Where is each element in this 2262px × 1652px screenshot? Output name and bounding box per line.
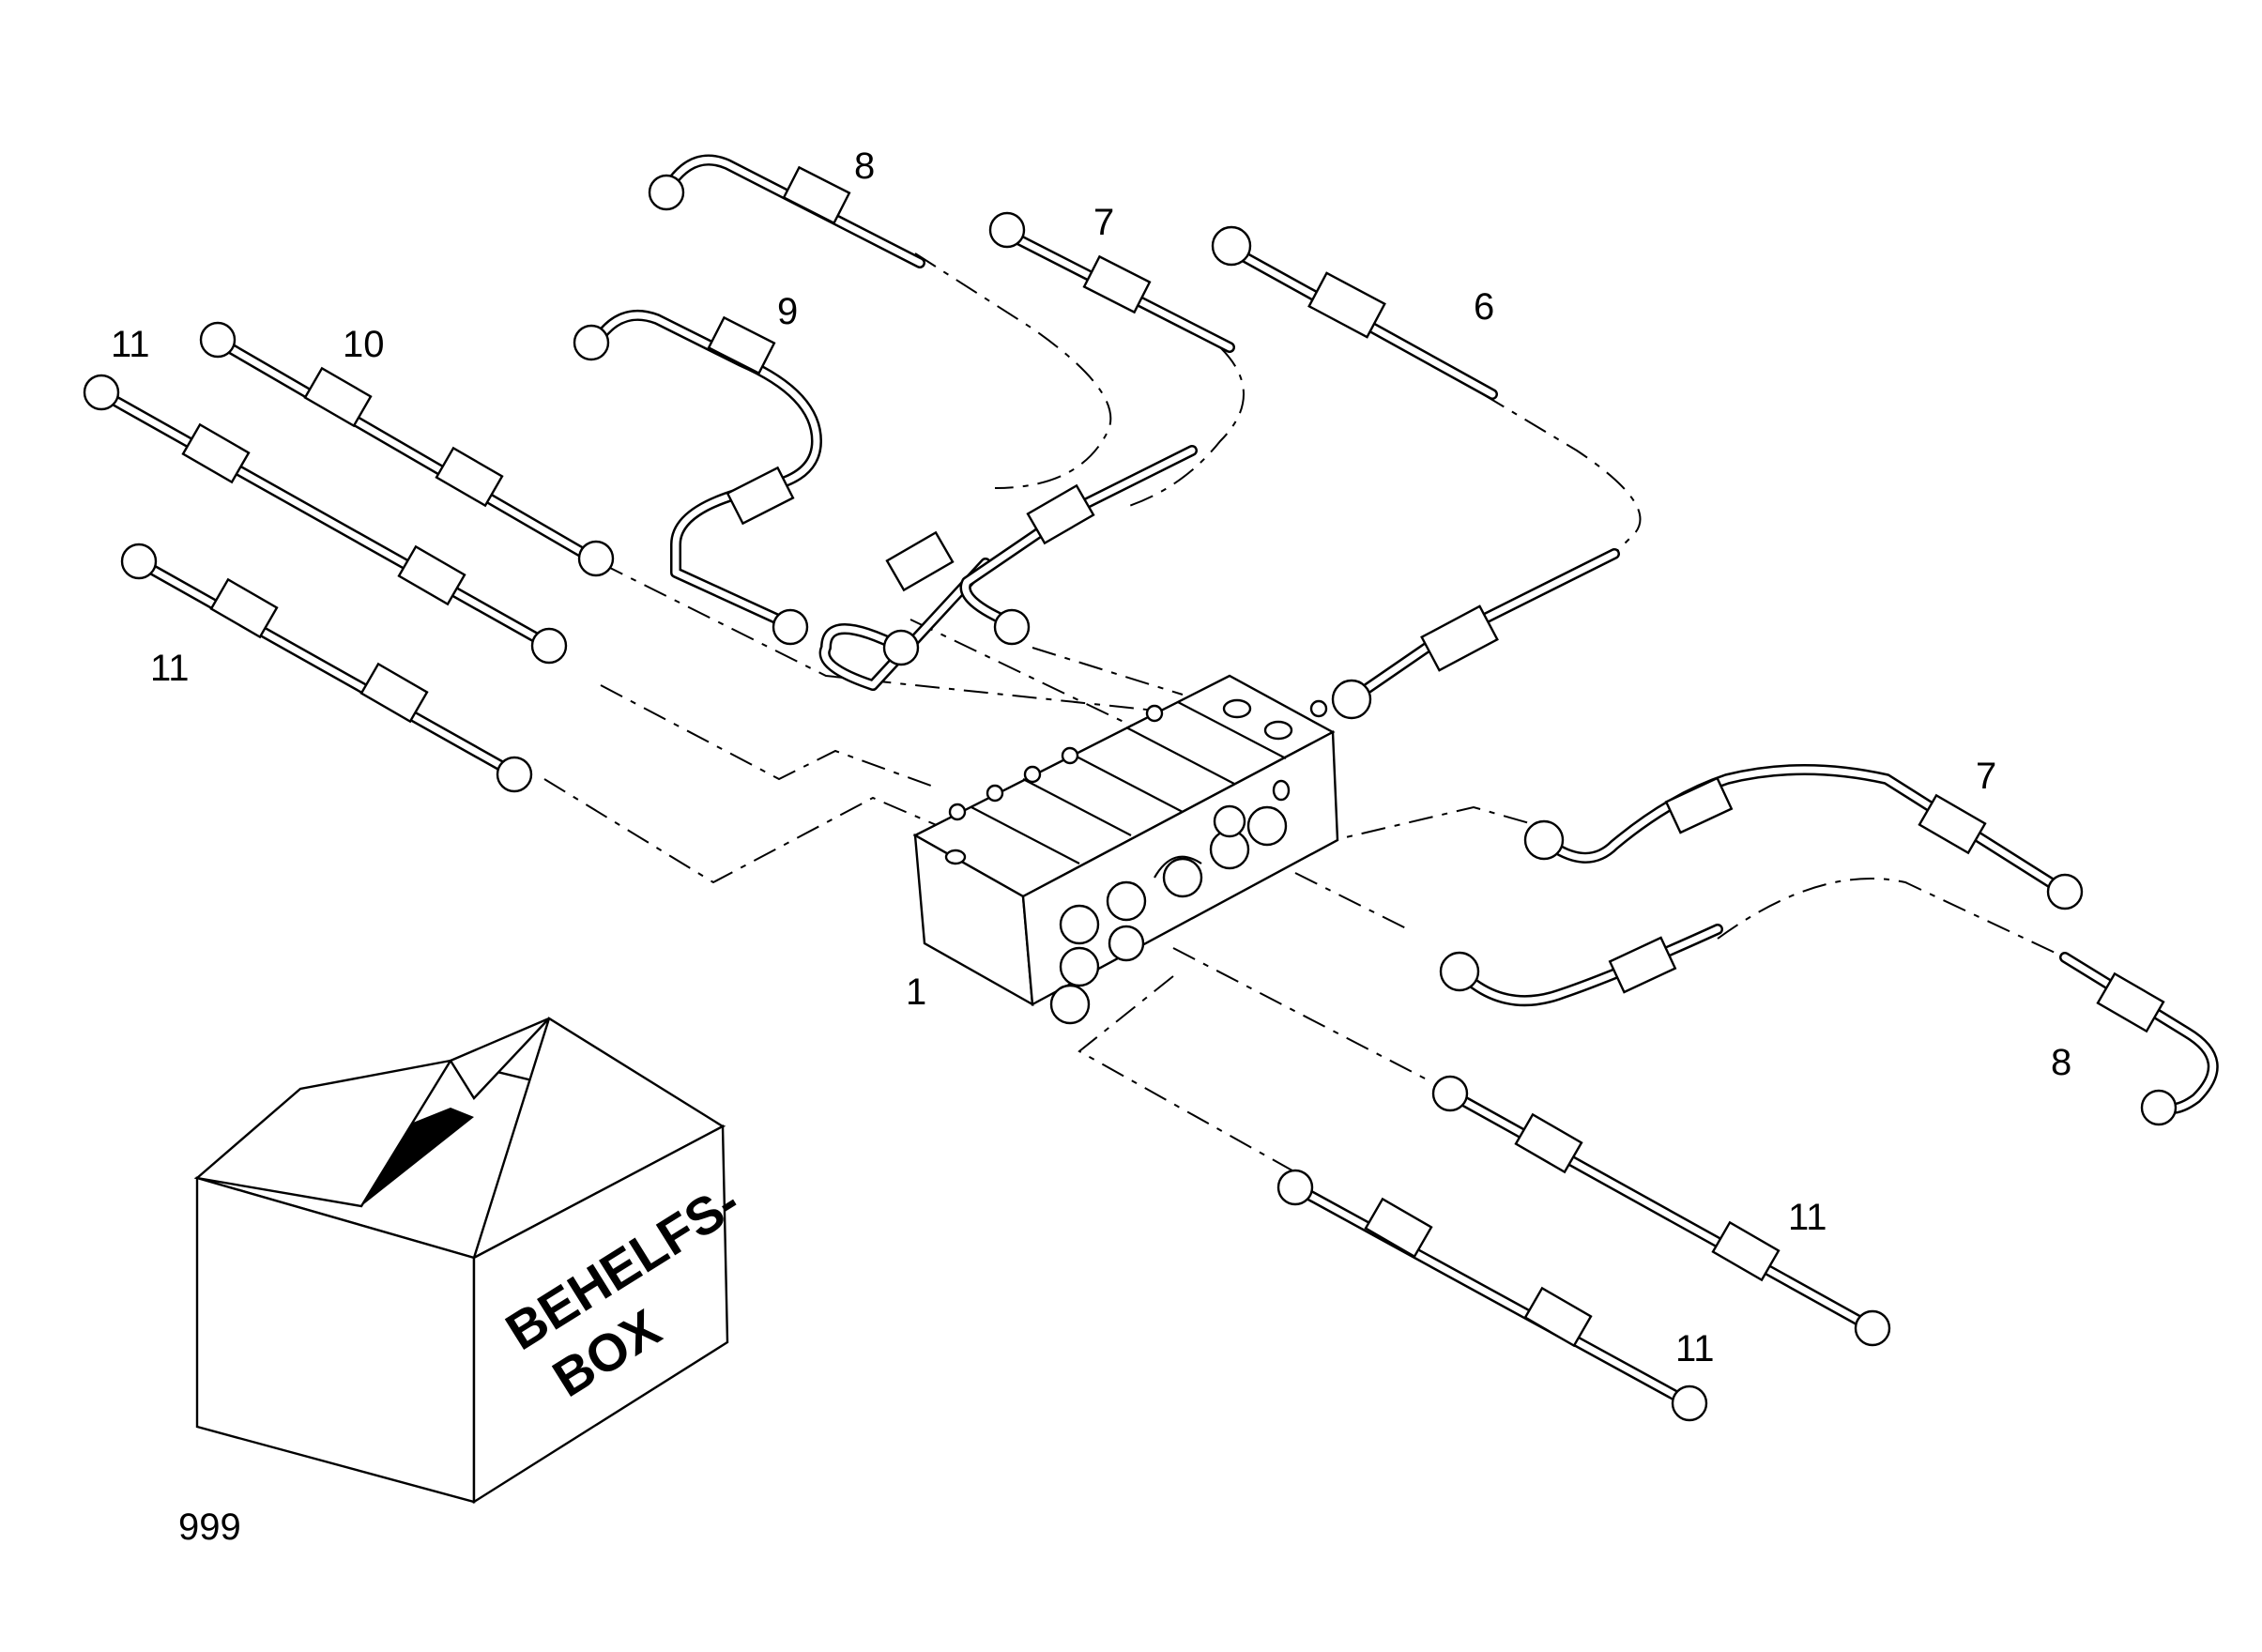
tube-assembly-11-mid	[120, 543, 533, 793]
callout-9: 9	[777, 291, 798, 332]
callout-labels: 8 7 6 9 10 11 11 1 7 8 11 11 999	[111, 145, 2071, 1548]
callout-8-right: 8	[2051, 1042, 2071, 1083]
callout-11-mid: 11	[150, 648, 190, 689]
callout-999: 999	[178, 1507, 241, 1548]
tube-assembly-8-top	[648, 154, 925, 268]
callout-11-top: 11	[111, 324, 150, 365]
tube-assembly-11-top	[83, 374, 568, 665]
callout-10: 10	[343, 324, 385, 365]
tube-assembly-7-top	[988, 211, 1235, 353]
callout-1: 1	[906, 971, 926, 1013]
callout-7-right: 7	[1976, 756, 1996, 797]
tube-assembly-9	[573, 309, 822, 646]
distributor-block	[912, 674, 1339, 1025]
tube-assembly-6	[1211, 225, 1620, 720]
tube-assembly-8-right	[1439, 924, 2219, 1126]
callout-11-right-upper: 11	[1788, 1197, 1827, 1238]
tube-assembly-11-right-lower	[1276, 1169, 1708, 1422]
tube-assembly-7-mid	[959, 445, 1198, 646]
tube-assembly-10	[199, 321, 615, 577]
tube-assembly-7-right	[1523, 764, 2084, 910]
callout-11-right-lower: 11	[1675, 1328, 1715, 1369]
tube-assembly-8-mid	[818, 530, 991, 691]
spare-parts-box: BEHELFS- BOX	[193, 1017, 750, 1505]
leader-lines	[543, 252, 2066, 1184]
callout-7-top: 7	[1093, 202, 1114, 243]
callout-8-top: 8	[854, 145, 875, 187]
callout-6: 6	[1474, 286, 1494, 328]
tube-assemblies	[83, 154, 2219, 1422]
tube-assembly-11-right-upper	[1431, 1075, 1891, 1347]
